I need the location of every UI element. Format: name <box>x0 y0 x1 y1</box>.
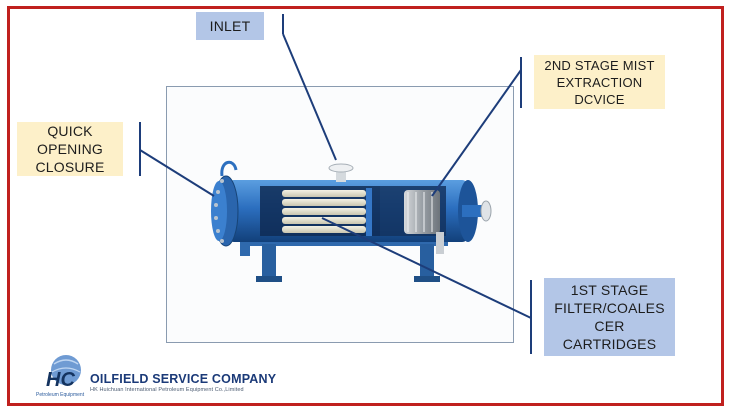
label-mist-line-1: 2ND STAGE MIST <box>544 57 655 73</box>
label-filter-cartridges: 1ST STAGE FILTER/COALES CER CARTRIDGES <box>544 278 675 356</box>
quick-opening-closure <box>211 160 239 247</box>
company-name: OILFIELD SERVICE COMPANY <box>90 372 277 386</box>
label-mist-line-3: DCVICE <box>574 91 625 107</box>
company-subtitle: HK Huichuan International Petroleum Equi… <box>90 387 244 393</box>
filter-cartridges <box>282 188 372 236</box>
label-quick-line-1: QUICK <box>47 123 93 139</box>
label-quick-line-2: OPENING <box>37 141 103 157</box>
support-base <box>240 236 448 282</box>
inlet-leader <box>282 33 337 161</box>
company-logo: HC <box>46 355 81 391</box>
label-quick-line-3: CLOSURE <box>35 159 105 175</box>
label-mist-extraction: 2ND STAGE MIST EXTRACTION DCVICE <box>534 55 665 109</box>
quick-leader <box>139 149 215 197</box>
inlet-nozzle <box>328 163 354 182</box>
label-filter-line-1: 1ST STAGE <box>570 282 649 298</box>
logo-caption: Petroleum Equipment <box>36 392 85 398</box>
label-filter-line-4: CARTRIDGES <box>562 336 657 352</box>
logo-mark: HC <box>46 369 75 391</box>
label-inlet: INLET <box>196 12 264 40</box>
label-quick-opening-closure: QUICK OPENING CLOSURE <box>17 122 123 176</box>
label-filter-line-3: CER <box>594 318 625 334</box>
leader-lines <box>139 14 532 354</box>
mist-leader <box>431 69 522 197</box>
label-filter-line-2: FILTER/COALES <box>554 300 665 316</box>
filter-leader <box>321 217 532 319</box>
mist-extraction-device <box>404 190 444 254</box>
label-inlet-line: INLET <box>209 18 251 34</box>
label-mist-line-2: EXTRACTION <box>556 74 643 90</box>
